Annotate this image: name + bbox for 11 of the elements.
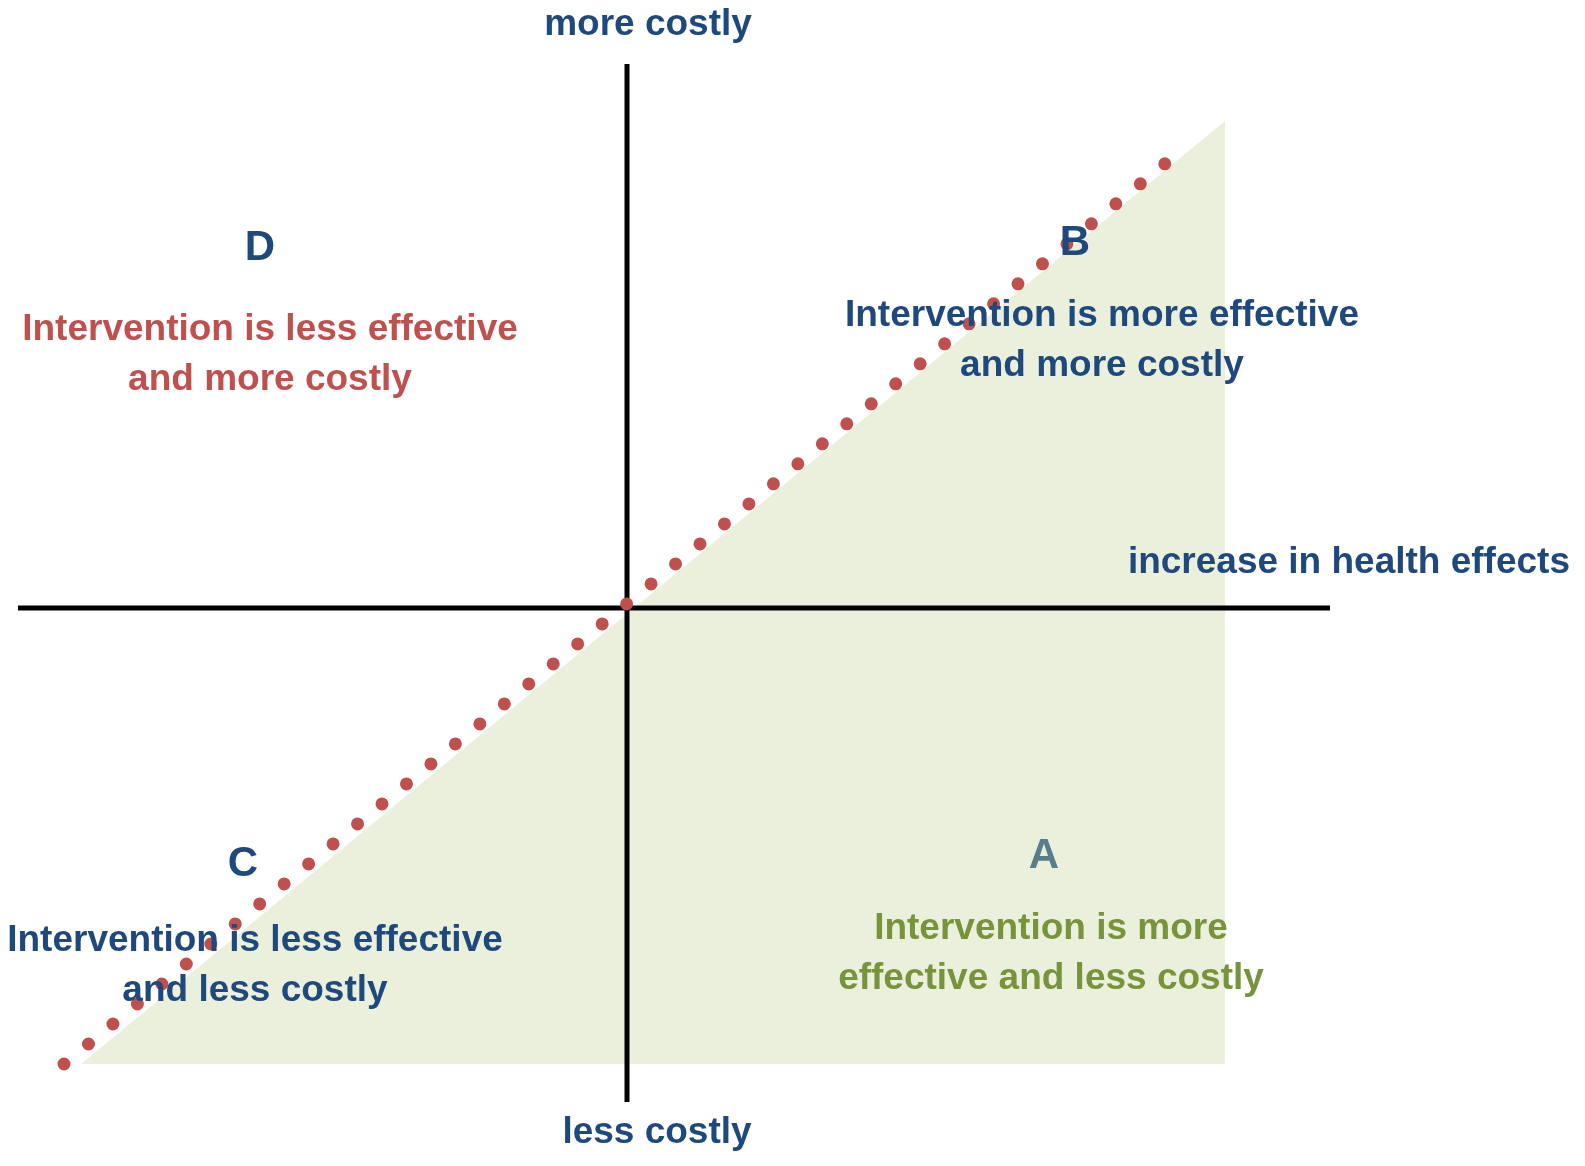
quadrant-letter: C: [227, 838, 259, 887]
axis-label: less costly: [562, 1110, 752, 1153]
axis-label: more costly: [544, 2, 752, 45]
quadrant-description: Intervention is more effective and less costly: [837, 905, 1265, 999]
quadrant-description: Intervention is less effective and less costly: [6, 917, 504, 1011]
axis-label: increase in health effects: [1127, 540, 1570, 583]
quadrant-letter: A: [1028, 830, 1060, 879]
quadrant-letter: B: [1059, 217, 1091, 266]
quadrant-description: Intervention is less effective and more costly: [21, 306, 519, 400]
quadrant-letter: D: [244, 222, 276, 271]
quadrant-description: Intervention is more effective and more costly: [843, 292, 1360, 386]
